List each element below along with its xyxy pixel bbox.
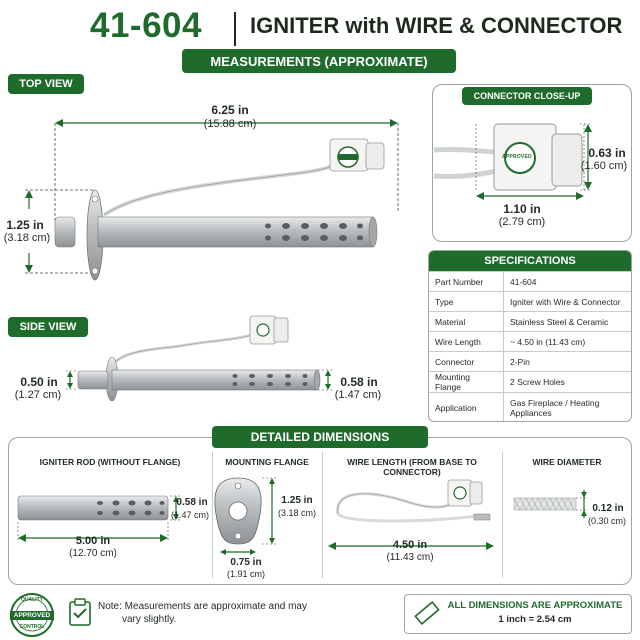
- spec-row: Material Stainless Steel & Ceramic: [429, 311, 631, 331]
- top-view-label: TOP VIEW: [8, 74, 84, 94]
- spec-row: Connector 2-Pin: [429, 351, 631, 371]
- wire-len-cm: (11.43 cm): [386, 552, 434, 563]
- spec-row: Part Number 41-604: [429, 271, 631, 291]
- spec-row: Mounting Flange 2 Screw Holes: [429, 371, 631, 392]
- title-divider: [234, 12, 236, 46]
- flange-w-in: 0.75 in: [230, 557, 262, 568]
- wire-dia-cm: (0.30 cm): [587, 516, 626, 526]
- side-right-in: 0.58 in: [340, 375, 378, 389]
- divider: [502, 452, 503, 578]
- spec-row: Application Gas Fireplace / Heating Appli…: [429, 392, 631, 421]
- igniter-rod: [97, 216, 374, 248]
- rod-len-in: 5.00 in: [75, 535, 111, 547]
- side-view-label: SIDE VIEW: [8, 317, 88, 337]
- footer-note-line1: Note: Measurements are approximate and m…: [98, 601, 307, 612]
- detail-rod: [17, 495, 169, 521]
- spec-value: Stainless Steel & Ceramic: [510, 316, 609, 327]
- spec-key: Connector: [429, 352, 504, 371]
- connector-width-in: 1.10 in: [503, 202, 541, 216]
- product-title: IGNITER with WIRE & CONNECTOR: [250, 13, 623, 38]
- spec-key: Material: [429, 312, 504, 331]
- clipboard-check-icon: [69, 598, 91, 626]
- spec-value: 2-Pin: [510, 356, 530, 367]
- wire-len-in: 4.50 in: [392, 539, 428, 551]
- approved-badge-icon: [504, 142, 536, 174]
- side-left-in: 0.50 in: [20, 375, 58, 389]
- detail-flange: [214, 477, 262, 545]
- igniter-wire: [102, 155, 344, 217]
- measurements-banner: MEASUREMENTS (APPROXIMATE): [182, 49, 456, 73]
- detailed-drawings: [17, 477, 588, 555]
- quality-seal-icon: [10, 593, 54, 637]
- rod-section-title: IGNITER ROD (WITHOUT FLANGE): [39, 457, 181, 467]
- seal-mid-text: APPROVED: [13, 612, 51, 619]
- flange-section-title: MOUNTING FLANGE: [225, 457, 309, 467]
- connector-block: [329, 138, 385, 172]
- side-rod: [111, 369, 318, 391]
- rod-vent-holes: [265, 223, 363, 241]
- spec-row: Type Igniter with Wire & Connector: [429, 291, 631, 311]
- wire-section-title: WIRE LENGTH (FROM BASE TO CONNECTOR): [347, 457, 477, 477]
- side-left-cm: (1.27 cm): [14, 389, 62, 401]
- seal-top-text: QUALITY: [21, 597, 43, 603]
- spec-value: ~ 4.50 in (11.43 cm): [510, 336, 586, 347]
- divider: [322, 452, 323, 578]
- spec-value: 41-604: [510, 276, 537, 287]
- detail-wire: [336, 492, 464, 515]
- spec-key: Part Number: [429, 272, 504, 291]
- conversion-text: 1 inch = 2.54 cm: [498, 614, 572, 625]
- rod-dia-cm: (1.47 cm): [170, 510, 209, 520]
- specifications-title: SPECIFICATIONS: [429, 251, 631, 271]
- wire-dia-in: 0.12 in: [592, 503, 624, 514]
- side-view-drawing: [66, 315, 332, 402]
- spec-key: Wire Length: [429, 332, 504, 351]
- connector-height-in: 0.63 in: [588, 146, 626, 160]
- top-height-cm: (3.18 cm): [3, 232, 51, 244]
- spec-value: Gas Fireplace / Heating Appliances: [510, 398, 600, 418]
- ruler-icon: [414, 600, 440, 626]
- top-length-cm: (15.88 cm): [203, 118, 257, 130]
- detail-wire-braid: [513, 497, 577, 511]
- connector-width-cm: (2.79 cm): [498, 216, 546, 228]
- connector-closeup-label: CONNECTOR CLOSE-UP: [462, 87, 592, 105]
- spec-key: Mounting Flange: [429, 372, 504, 392]
- spec-row: Wire Length ~ 4.50 in (11.43 cm): [429, 331, 631, 351]
- connector-badge-text: APPROVED: [502, 154, 532, 160]
- top-length-in: 6.25 in: [211, 103, 249, 117]
- top-view-drawing: [25, 119, 399, 281]
- connector-closeup-drawing: [433, 123, 592, 200]
- all-dims-text: ALL DIMENSIONS ARE APPROXIMATE: [447, 600, 623, 611]
- rod-len-cm: (12.70 cm): [69, 548, 117, 559]
- divider: [212, 452, 213, 578]
- spec-value: Igniter with Wire & Connector: [510, 296, 621, 307]
- detailed-dimensions-label: DETAILED DIMENSIONS: [212, 426, 428, 448]
- all-dimensions-box: [404, 594, 632, 634]
- flange-h-cm: (3.18 cm): [277, 508, 316, 518]
- rod-dia-in: 0.58 in: [176, 497, 208, 508]
- flange-w-cm: (1.91 cm): [226, 569, 265, 579]
- footer-note-line2: vary slightly.: [122, 614, 177, 625]
- diameter-section-title: WIRE DIAMETER: [532, 457, 602, 467]
- flange-h-in: 1.25 in: [281, 495, 313, 506]
- part-number-title: 41-604: [90, 6, 202, 45]
- top-height-in: 1.25 in: [6, 218, 44, 232]
- side-right-cm: (1.47 cm): [334, 389, 382, 401]
- spec-key: Application: [429, 393, 504, 421]
- spec-value: 2 Screw Holes: [510, 377, 565, 387]
- seal-bottom-text: CONTROL: [19, 624, 45, 630]
- connector-height-cm: (1.60 cm): [580, 160, 628, 172]
- spec-key: Type: [429, 292, 504, 311]
